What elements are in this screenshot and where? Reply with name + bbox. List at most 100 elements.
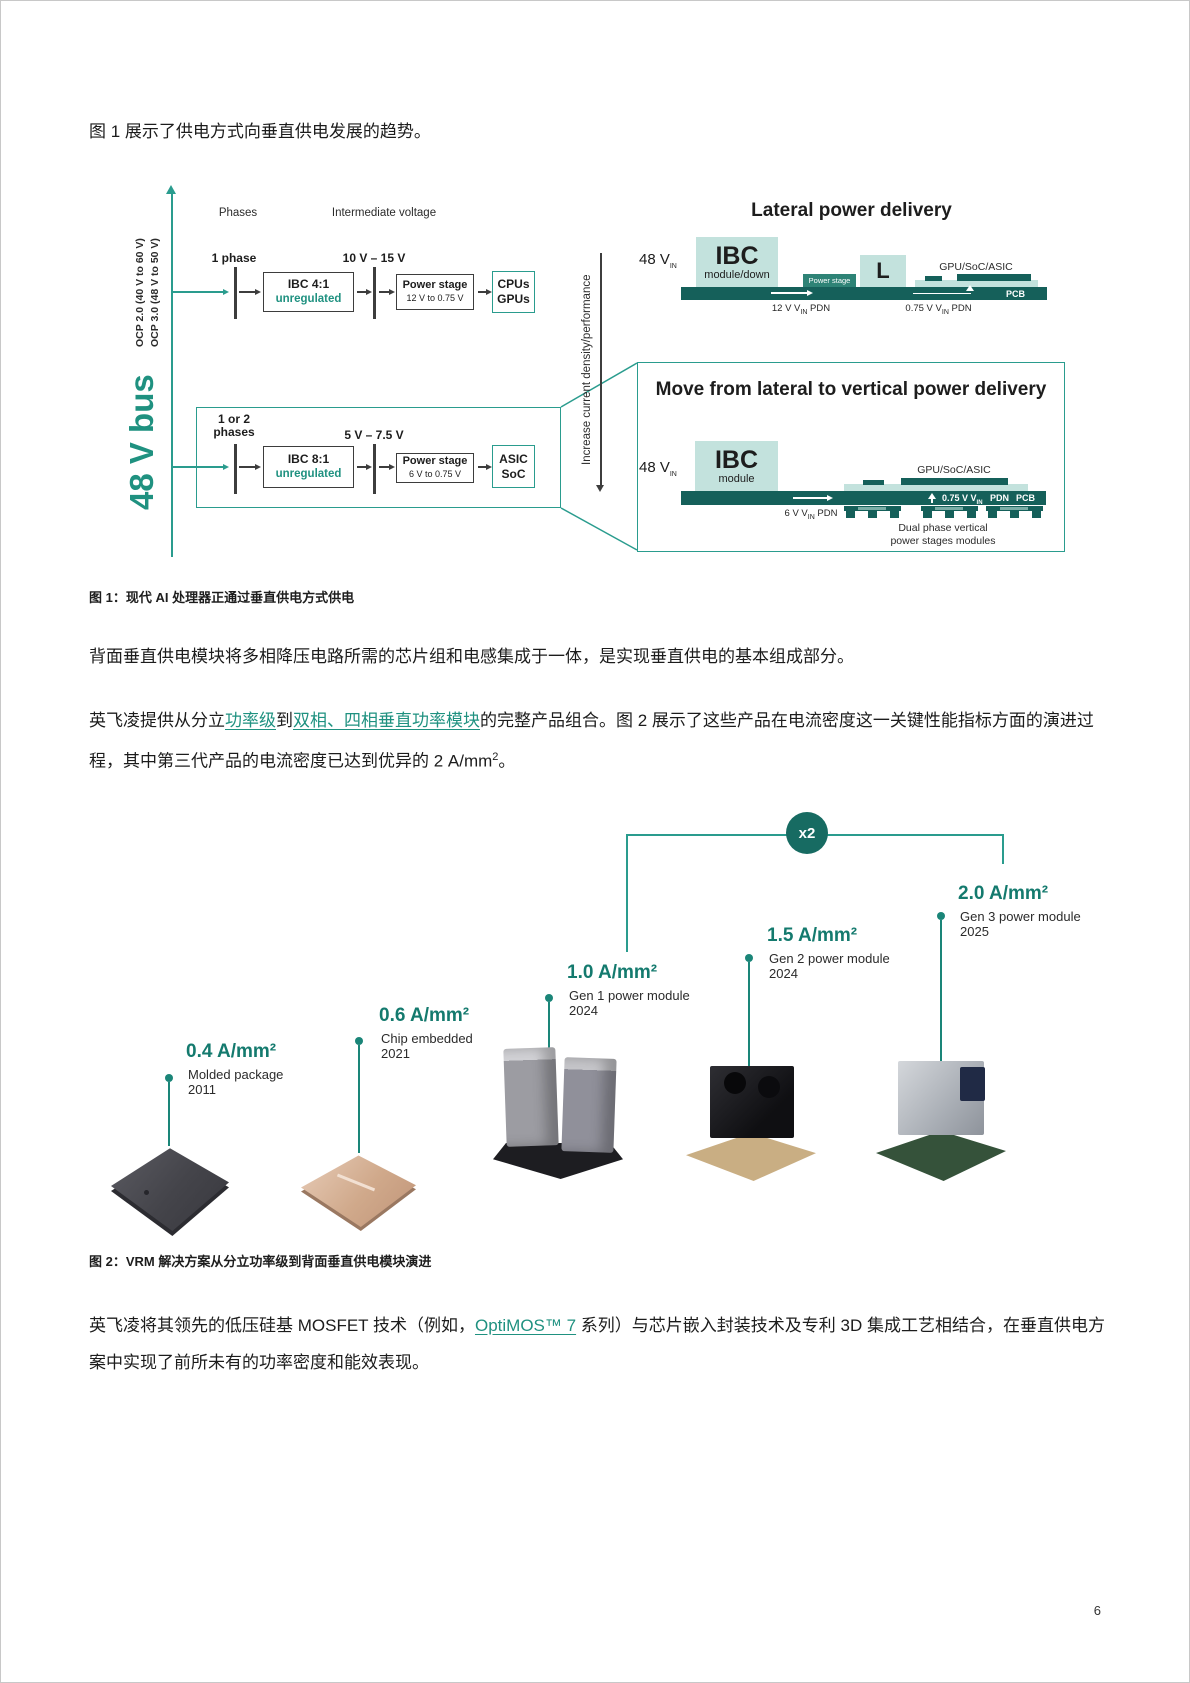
- row2-power-stage-title: Power stage: [402, 455, 468, 468]
- optimos-link[interactable]: OptiMOS™ 7: [474, 1316, 577, 1335]
- lateral-pdn1-arrow-icon: [771, 292, 807, 294]
- vertical-panel-box: [637, 362, 1065, 552]
- vertical-bar-pdn-label: PDN: [990, 493, 1010, 503]
- vertical-modules-label: Dual phase vertical power stages modules: [890, 522, 996, 547]
- row1-ibc-box: IBC 4:1 unregulated: [263, 272, 354, 312]
- lateral-vin-label: 48 VIN: [639, 251, 677, 270]
- vertical-power-module: [986, 506, 1043, 519]
- milestone-year: 2024: [769, 966, 798, 981]
- paragraph-3-text: 系列）与芯片嵌入封装技术及专利 3D 集成工艺相结合，在垂直供电方案中实现了前所…: [89, 1316, 1105, 1372]
- row2-ibc-subtitle: unregulated: [275, 468, 342, 481]
- vertical-power-module: [921, 506, 978, 519]
- vertical-up-arrowhead-icon: [928, 493, 936, 499]
- row2-power-stage-box: Power stage 6 V to 0.75 V: [396, 453, 474, 483]
- lateral-inductor-label: L: [876, 258, 890, 283]
- lateral-pdn2-arrowhead-icon: [966, 285, 974, 291]
- milestone-year: 2025: [960, 924, 989, 939]
- row1-mid-voltage-label: 10 V – 15 V: [342, 251, 406, 265]
- paragraph-2-text: 英飞凌提供从分立: [89, 711, 225, 730]
- lateral-pdn2-label: 0.75 V VIN PDN: [905, 303, 972, 316]
- milestone-line: [168, 1082, 170, 1146]
- x2-bracket-left: [626, 834, 628, 952]
- row1-arrow1-icon: [239, 291, 255, 293]
- power-stage-link[interactable]: 功率级: [225, 711, 276, 730]
- lateral-ibc-subtitle: module/down: [704, 268, 770, 281]
- milestone-value: 0.6 A/mm²: [379, 1005, 470, 1026]
- row2-load-box: ASIC SoC: [492, 445, 535, 488]
- page-number: 6: [1093, 1603, 1101, 1618]
- row1-arrow2-icon: [357, 291, 366, 293]
- vertical-ibc-title: IBC: [714, 445, 759, 474]
- milestone-dot: [937, 912, 945, 920]
- row1-load1: CPUs: [497, 277, 530, 291]
- row2-phase-label: 1 or 2 phases: [204, 413, 264, 439]
- row1-load-box: CPUs GPUs: [492, 271, 535, 313]
- lateral-ibc-box: IBC module/down: [696, 237, 778, 287]
- lateral-gpu-label: GPU/SoC/ASIC: [939, 261, 1013, 273]
- milestone-name: Gen 3 power module: [960, 909, 1081, 924]
- x2-badge: x2: [786, 812, 828, 854]
- row2-power-stage-subtitle: 6 V to 0.75 V: [408, 469, 462, 480]
- vertical-power-modules-link[interactable]: 双相、四相垂直功率模块: [293, 711, 480, 730]
- vertical-substrate: [844, 484, 1028, 492]
- milestone-name: Molded package: [188, 1067, 284, 1082]
- row2-load1: ASIC: [499, 451, 528, 466]
- vertical-gpu-die: [901, 478, 1008, 485]
- lateral-power-stage-label: Power stage: [808, 276, 851, 285]
- vertical-pdn-arrow-icon: [793, 497, 827, 499]
- row2-arrow1-icon: [239, 466, 255, 468]
- paragraph-3-text: 英飞凌将其领先的低压硅基 MOSFET 技术（例如，: [89, 1316, 475, 1335]
- row1-voltage-separator: [373, 267, 376, 319]
- lateral-ibc-title: IBC: [715, 241, 759, 270]
- vertical-gpu-label: GPU/SoC/ASIC: [917, 464, 991, 476]
- paragraph-2-text: 。: [498, 751, 516, 771]
- product-image-chip-embedded: [301, 1151, 416, 1231]
- phases-header: Phases: [218, 207, 258, 219]
- milestone-dot: [355, 1037, 363, 1045]
- lateral-gpu-die: [957, 274, 1031, 281]
- vertical-power-module: [844, 506, 901, 519]
- vertical-ibc-box: IBC module: [695, 441, 778, 491]
- milestone-line: [748, 962, 750, 1070]
- vertical-vin-label: 48 VIN: [639, 459, 677, 478]
- row1-arrow3-icon: [379, 291, 389, 293]
- milestone-value: 0.4 A/mm²: [186, 1041, 277, 1062]
- lateral-inductor-box: L: [860, 255, 906, 287]
- product-image-gen3-module: [876, 1061, 1006, 1181]
- row2-highlight-box: [196, 407, 561, 508]
- milestone-line: [940, 920, 942, 1063]
- intermediate-voltage-header: Intermediate voltage: [331, 207, 437, 219]
- row1-load2: GPUs: [497, 292, 530, 306]
- vertical-bar-voltage-label: 0.75 V VIN: [942, 493, 983, 506]
- row2-mid-voltage-label: 5 V – 7.5 V: [344, 428, 404, 442]
- vertical-bar-pcb-label: PCB: [1016, 493, 1036, 503]
- milestone-value: 2.0 A/mm²: [958, 883, 1049, 904]
- product-image-molded-package: [111, 1141, 229, 1236]
- row1-bus-arrow-icon: [173, 291, 223, 293]
- milestone-name: Chip embedded: [381, 1031, 473, 1046]
- vertical-up-arrow-stem: [931, 498, 933, 503]
- row2-arrow4-icon: [478, 466, 486, 468]
- product-image-gen2-module: [686, 1066, 816, 1181]
- lateral-title: Lateral power delivery: [751, 200, 952, 221]
- row2-ibc-title: IBC 8:1: [287, 452, 330, 467]
- lateral-pdn1-label: 12 V VIN PDN: [771, 303, 831, 316]
- paragraph-2-text: 到: [276, 711, 293, 730]
- row1-power-stage-subtitle: 12 V to 0.75 V: [406, 293, 464, 304]
- milestone-line: [358, 1045, 360, 1153]
- row2-voltage-separator: [373, 444, 376, 494]
- vertical-pcb-bar: [681, 491, 1046, 505]
- row1-ibc-title: IBC 4:1: [287, 277, 330, 292]
- density-axis-arrowhead-icon: [596, 485, 604, 492]
- bus-axis-arrowhead-icon: [166, 185, 176, 194]
- vertical-title: Move from lateral to vertical power deli…: [655, 379, 1047, 400]
- row2-arrow3-icon: [379, 466, 389, 468]
- row1-phase-label: 1 phase: [211, 251, 257, 265]
- milestone-dot: [745, 954, 753, 962]
- intro-paragraph: 图 1 展示了供电方式向垂直供电发展的趋势。: [89, 122, 431, 141]
- row2-load2: SoC: [501, 466, 526, 481]
- row2-phase-line1: 1 or 2: [217, 412, 250, 426]
- paragraph-1: 背面垂直供电模块将多相降压电路所需的芯片组和电感集成于一体，是实现垂直供电的基本…: [89, 647, 854, 666]
